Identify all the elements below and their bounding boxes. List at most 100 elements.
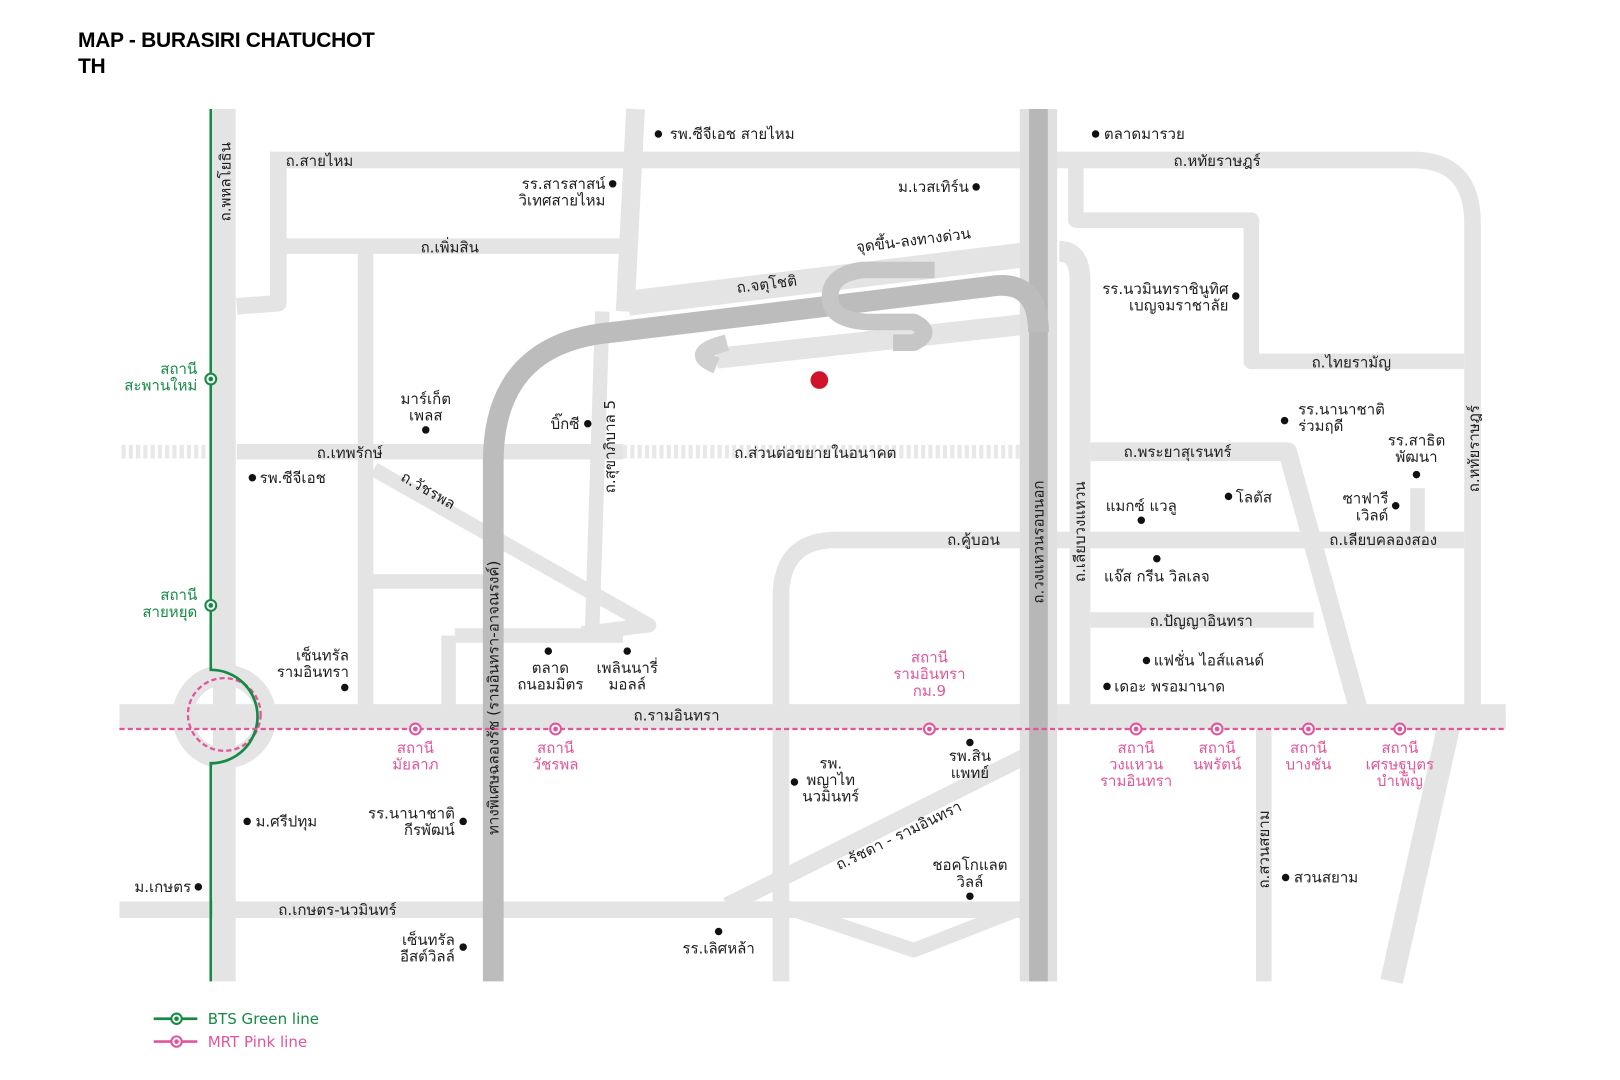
- landmark-label: รร.สาธิตพัฒนา: [1388, 431, 1446, 466]
- landmarks: รพ.ซีจีเอช สายไหมรร.สารสาสน์วิเทศสายไหมม…: [134, 125, 1445, 965]
- landmark[interactable]: โลตัส: [1224, 489, 1272, 507]
- road-liap-wongwaen: [1058, 240, 1091, 717]
- project-location-marker[interactable]: [810, 371, 829, 389]
- mrt-station[interactable]: สถานีมัยลาภ: [392, 722, 439, 774]
- road: [778, 898, 1031, 958]
- landmark[interactable]: รร.นวมินทราชินูทิศเบญจมราชาลัย: [1102, 280, 1240, 315]
- legend-mrt-label: MRT Pink line: [208, 1033, 307, 1051]
- mrt-station[interactable]: สถานีรามอินทรากม.9: [893, 649, 966, 736]
- station-label-line: นพรัตน์: [1193, 756, 1242, 774]
- landmark[interactable]: เซ็นทรัลอีสต์วิลล์: [400, 930, 467, 966]
- landmark[interactable]: มาร์เก็ตเพลส: [401, 389, 451, 434]
- road-label: ถ.ส่วนต่อขยายในอนาคต: [734, 444, 896, 462]
- landmark-label-line: เซ็นทรัล: [296, 645, 349, 664]
- landmark[interactable]: สวนสยาม: [1281, 869, 1358, 887]
- expressway-ramp-lower: [695, 334, 730, 374]
- landmark[interactable]: รร.นานาชาติกีรพัฒน์: [368, 804, 467, 839]
- landmark-dot-icon: [1142, 656, 1151, 665]
- landmark[interactable]: ซาฟารีเวิลด์: [1343, 490, 1400, 525]
- legend-item-bts: BTS Green line: [153, 1010, 319, 1028]
- mrt-station[interactable]: สถานีวงแหวนรามอินทรา: [1100, 722, 1172, 791]
- landmark-label-line: บิ๊กซี: [551, 413, 580, 433]
- landmark-label: เดอะ พรอมานาด: [1114, 678, 1225, 696]
- landmark[interactable]: เซ็นทรัลรามอินทรา: [277, 645, 349, 692]
- mrt-station[interactable]: สถานีบางชัน: [1286, 722, 1332, 774]
- landmark-dot-icon: [459, 943, 467, 951]
- road-label: ถ.สวนสยาม: [1255, 810, 1273, 888]
- landmark[interactable]: แมกซ์ แวลู: [1106, 497, 1177, 525]
- road-sukhaphiban5: [584, 311, 610, 639]
- landmark-dot-icon: [544, 647, 553, 655]
- legend-item-mrt: MRT Pink line: [153, 1033, 307, 1051]
- mrt-station[interactable]: สถานีเศรษฐบุตรบำเพ็ญ: [1366, 722, 1434, 791]
- landmark-dot-icon: [972, 183, 980, 191]
- road-khubon: [772, 531, 1465, 982]
- landmark-label: แจ๊ส กรีน วิลเลจ: [1104, 568, 1210, 586]
- bts-station[interactable]: สถานีสะพานใหม่: [124, 360, 218, 395]
- landmark[interactable]: เดอะ พรอมานาด: [1103, 678, 1225, 696]
- station-label-line: สถานี: [160, 586, 197, 604]
- roundabout: [172, 664, 277, 769]
- landmark-label: เพลินนารี่มอลล์: [597, 657, 658, 694]
- landmark[interactable]: แฟชั่น ไอส์แลนด์: [1142, 650, 1264, 670]
- landmark-label-line: รร.นานาชาติ: [368, 804, 455, 822]
- landmark-label: รร.สารสาสน์วิเทศสายไหม: [518, 175, 606, 210]
- landmark-dot-icon: [459, 817, 467, 826]
- landmark[interactable]: ชอคโกแลตวิลล์: [932, 856, 1008, 900]
- bts-station-dot-icon: [208, 376, 214, 382]
- landmark-label-line: พญาไท: [806, 771, 855, 789]
- road: [615, 108, 645, 313]
- mrt-station[interactable]: สถานีวัชรพล: [533, 722, 579, 774]
- landmark-label-line: พัฒนา: [1395, 448, 1437, 466]
- landmark[interactable]: ตลาดถนอมมิตร: [517, 647, 583, 694]
- landmark-label: เซ็นทรัลอีสต์วิลล์: [400, 930, 455, 966]
- landmark-dot-icon: [194, 883, 203, 891]
- mrt-station[interactable]: สถานีนพรัตน์: [1193, 722, 1242, 774]
- road-label: ถ.คู้บอน: [947, 531, 1000, 549]
- station-label-line: บางชัน: [1286, 756, 1332, 774]
- landmark-label-line: ม.ศรีปทุม: [255, 813, 317, 832]
- title-line-1: MAP - BURASIRI CHATUCHOT: [78, 29, 375, 52]
- landmark[interactable]: รพ.ซีจีเอช สายไหม: [654, 125, 795, 143]
- landmark-label: รร.นวมินทราชินูทิศเบญจมราชาลัย: [1102, 280, 1229, 315]
- landmark-label-line: โลตัส: [1236, 489, 1272, 507]
- road-saimai: [270, 151, 1481, 727]
- road-ratchada-ramintra: [723, 747, 1032, 913]
- road-label: ทางพิเศษฉลองรัช (รามอินทรา-อาจณรงค์): [484, 561, 502, 835]
- landmark[interactable]: รร.นานาชาติร่วมฤดี: [1280, 400, 1385, 435]
- landmark[interactable]: เพลินนารี่มอลล์: [597, 647, 658, 694]
- landmark-label: บิ๊กซี: [551, 413, 580, 433]
- landmark[interactable]: รพ.พญาไทนวมินทร์: [790, 754, 860, 806]
- landmark[interactable]: รร.สารสาสน์วิเทศสายไหม: [518, 175, 617, 210]
- mrt-station-dot-icon: [1397, 726, 1403, 732]
- landmark-dot-icon: [1091, 130, 1100, 138]
- landmark-label-line: ตลาด: [532, 659, 569, 677]
- landmark-dot-icon: [790, 778, 799, 786]
- bts-station[interactable]: สถานีสายหยุด: [142, 586, 218, 622]
- landmark[interactable]: ม.เวสเทิร์น: [898, 178, 980, 196]
- landmark[interactable]: บิ๊กซี: [551, 413, 592, 433]
- landmark[interactable]: แจ๊ส กรีน วิลเลจ: [1104, 554, 1210, 586]
- landmark-dot-icon: [1153, 554, 1161, 563]
- station-label-line: มัยลาภ: [392, 756, 438, 774]
- landmark-label: เซ็นทรัลรามอินทรา: [277, 645, 349, 681]
- landmark[interactable]: รร.เลิศหล้า: [682, 927, 755, 958]
- landmark-dot-icon: [966, 738, 974, 747]
- landmark-dot-icon: [422, 426, 430, 434]
- landmark-label-line: ถนอมมิตร: [517, 676, 583, 694]
- landmark[interactable]: รพ.สินแพทย์: [949, 738, 991, 782]
- title-line-2: TH: [78, 55, 106, 78]
- road-label: ถ.หทัยราษฎร์: [1173, 152, 1260, 170]
- landmark[interactable]: รพ.ซีจีเอช: [248, 469, 326, 487]
- landmark-label-line: กีรพัฒน์: [404, 821, 455, 839]
- landmark-label: รพ.พญาไทนวมินทร์: [802, 754, 859, 805]
- landmark-label-line: รร.นวมินทราชินูทิศ: [1102, 280, 1229, 298]
- landmark[interactable]: ตลาดมารวย: [1091, 125, 1185, 143]
- station-label-line: บำเพ็ญ: [1377, 771, 1423, 790]
- landmark[interactable]: ม.ศรีปทุม: [243, 813, 317, 832]
- landmark[interactable]: ม.เกษตร: [134, 878, 203, 896]
- landmark[interactable]: รร.สาธิตพัฒนา: [1388, 431, 1446, 479]
- landmark-label-line: เวิลด์: [1356, 506, 1389, 524]
- landmark-label: สวนสยาม: [1294, 869, 1358, 887]
- mrt-station-dot-icon: [553, 726, 558, 732]
